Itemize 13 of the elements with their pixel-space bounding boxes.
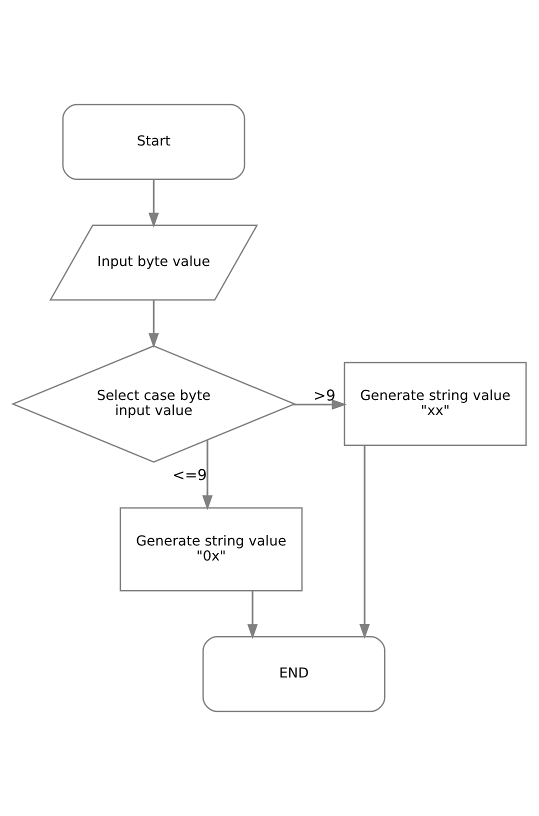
edge-label: <=9	[172, 466, 207, 484]
arrow	[202, 440, 213, 510]
node-box: Start	[62, 104, 246, 180]
node-box: END	[202, 636, 386, 712]
arrow	[148, 300, 159, 348]
edge-label: >9	[313, 386, 336, 404]
node-diamond: Select case byte input value	[11, 345, 296, 463]
node-box: Generate string value "xx"	[344, 362, 527, 446]
arrow	[293, 399, 347, 410]
arrow	[359, 446, 370, 639]
arrow	[247, 590, 258, 640]
arrow	[148, 179, 159, 228]
node-box: Generate string value "0x"	[120, 507, 303, 592]
